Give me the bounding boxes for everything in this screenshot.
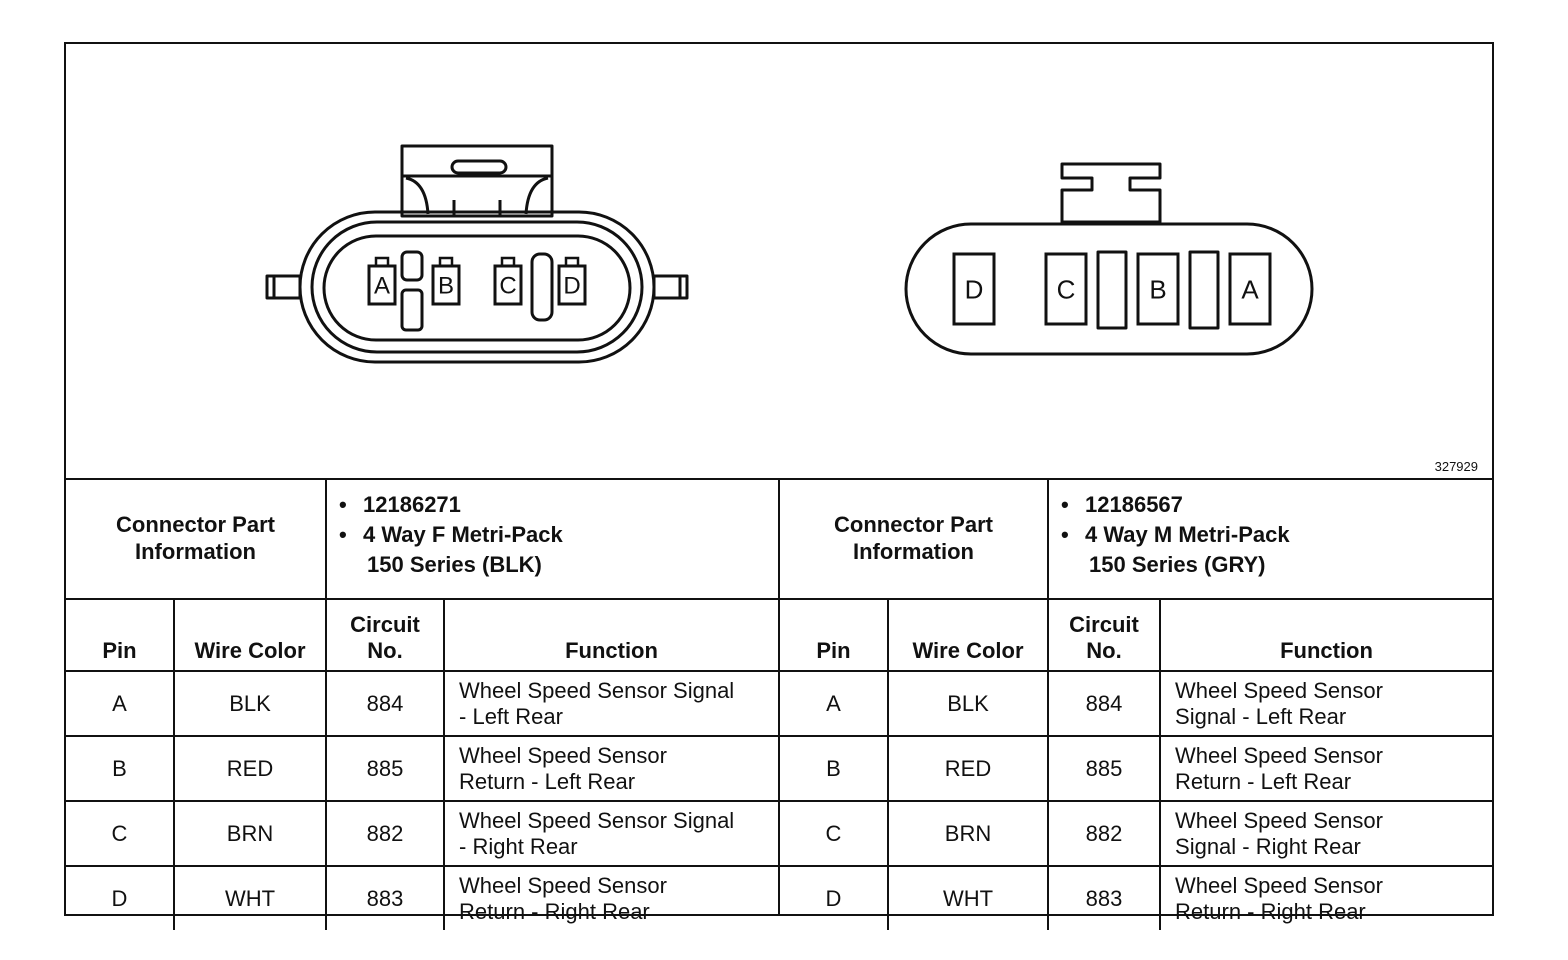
info-label: Connector Part Information xyxy=(780,478,1050,600)
pin-label: A xyxy=(374,273,390,300)
info-label-line2: Information xyxy=(135,539,256,564)
wire-color-header: Wire Color xyxy=(886,598,1050,672)
circuit-cell: 884 xyxy=(325,671,446,737)
part-info: •12186567 •4 Way M Metri-Pack 150 Series… xyxy=(1047,478,1492,600)
pin-cavity xyxy=(1136,252,1180,326)
info-label-line1: Connector Part xyxy=(834,512,993,537)
circuit-cell: 883 xyxy=(1047,865,1162,930)
pin-cavity xyxy=(1228,252,1272,326)
wire-color-cell: RED xyxy=(886,735,1050,802)
circuit-cell: 884 xyxy=(1047,671,1162,737)
connector-series: 150 Series (GRY) xyxy=(1089,552,1266,577)
function-header: Function xyxy=(1159,598,1492,672)
function-header: Function xyxy=(443,598,778,672)
pin-cell: A xyxy=(780,671,889,737)
wire-color-cell: WHT xyxy=(172,865,328,930)
pin-latch xyxy=(564,256,580,268)
pin-label: B xyxy=(438,273,454,300)
info-label-line2: Information xyxy=(853,539,974,564)
pin-label: B xyxy=(1149,274,1166,304)
pin-label: C xyxy=(499,273,516,300)
pin-label: A xyxy=(1241,274,1259,304)
part-number: 12186271 xyxy=(363,492,461,517)
pin-cell: D xyxy=(66,865,175,930)
pin-cell: B xyxy=(780,735,889,802)
part-number: 12186567 xyxy=(1085,492,1183,517)
info-label: Connector Part Information xyxy=(66,478,328,600)
circuit-cell: 883 xyxy=(325,865,446,930)
wire-color-cell: WHT xyxy=(886,865,1050,930)
pin-cavity xyxy=(952,252,996,326)
part-info: •12186271 •4 Way F Metri-Pack 150 Series… xyxy=(325,478,778,600)
circuit-cell: 882 xyxy=(1047,800,1162,867)
male-connector-table: Connector Part Information •12186567 •4 … xyxy=(780,478,1492,930)
circuit-cell: 885 xyxy=(1047,735,1162,802)
pin-cavity xyxy=(1044,252,1088,326)
pin-label: D xyxy=(563,273,580,300)
wire-color-cell: BRN xyxy=(886,800,1050,867)
female-connector-body xyxy=(265,144,689,364)
wire-color-cell: BLK xyxy=(886,671,1050,737)
connector-description: 4 Way F Metri-Pack xyxy=(363,522,563,547)
connector-drawing-area: A B C D D C B A 327929 xyxy=(66,44,1492,480)
female-connector-table: Connector Part Information •12186271 •4 … xyxy=(66,478,780,930)
male-connector-body xyxy=(904,162,1314,356)
pin-header: Pin xyxy=(66,598,175,672)
wire-color-cell: BLK xyxy=(172,671,328,737)
connector-series: 150 Series (BLK) xyxy=(367,552,542,577)
connector-tables: Connector Part Information •12186271 •4 … xyxy=(66,478,1492,930)
pin-cell: C xyxy=(66,800,175,867)
connector-description: 4 Way M Metri-Pack xyxy=(1085,522,1290,547)
pin-cell: A xyxy=(66,671,175,737)
wire-color-cell: RED xyxy=(172,735,328,802)
wire-color-cell: BRN xyxy=(172,800,328,867)
pin-latch xyxy=(438,256,454,268)
pin-label: C xyxy=(1057,274,1076,304)
connector-info-row: Connector Part Information •12186567 •4 … xyxy=(780,478,1492,600)
pin-cell: B xyxy=(66,735,175,802)
figure-number: 327929 xyxy=(1434,459,1478,474)
pin-latch xyxy=(500,256,516,268)
pin-cell: C xyxy=(780,800,889,867)
pin-cell: D xyxy=(780,865,889,930)
info-label-line1: Connector Part xyxy=(116,512,275,537)
pin-latch xyxy=(374,256,390,268)
pin-header: Pin xyxy=(780,598,889,672)
pin-label: D xyxy=(965,274,984,304)
function-cell: Wheel Speed Sensor Signal- Right Rear xyxy=(443,800,778,867)
wire-color-header: Wire Color xyxy=(172,598,328,672)
connector-info-row: Connector Part Information •12186271 •4 … xyxy=(66,478,778,600)
circuit-cell: 885 xyxy=(325,735,446,802)
function-cell: Wheel Speed Sensor Signal- Left Rear xyxy=(443,671,778,737)
circuit-cell: 882 xyxy=(325,800,446,867)
